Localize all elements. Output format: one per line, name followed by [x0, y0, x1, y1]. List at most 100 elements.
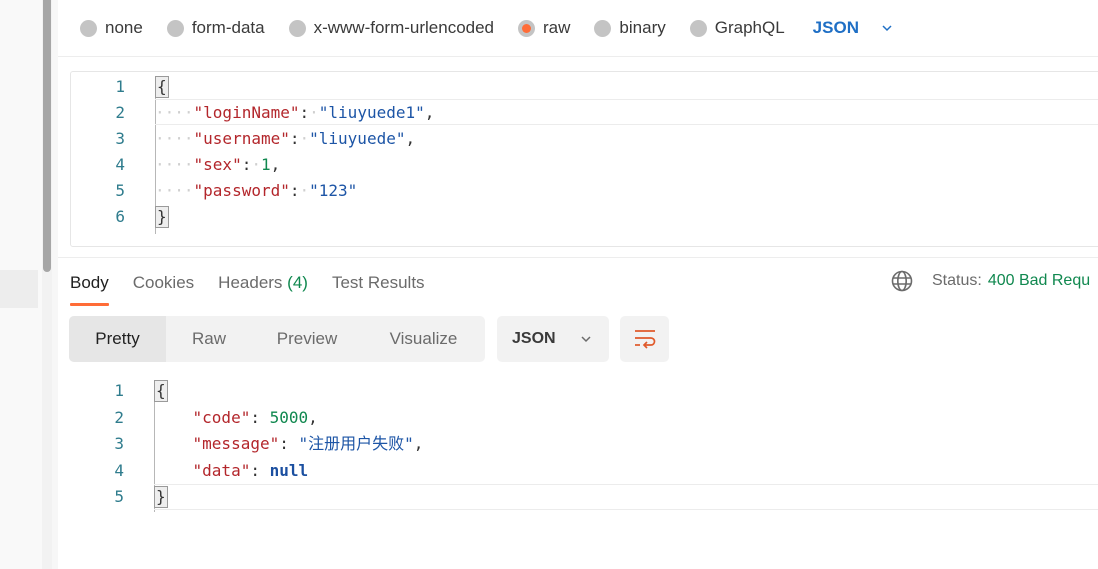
- tab-label: Headers: [218, 273, 283, 292]
- tab-body[interactable]: Body: [70, 270, 109, 306]
- radio-binary[interactable]: binary: [594, 18, 666, 38]
- status-label: Status:: [932, 272, 982, 289]
- code-line: 3 ····"username":·"liuyuede",: [71, 126, 1098, 152]
- divider: [58, 257, 1098, 258]
- json-comma: ,: [413, 434, 424, 453]
- current-line-highlight: [154, 484, 1098, 510]
- tab-label: Cookies: [132, 273, 195, 292]
- tab-test-results[interactable]: Test Results: [332, 270, 425, 296]
- view-mode-pretty[interactable]: Pretty: [69, 316, 166, 362]
- line-number: 1: [115, 77, 125, 96]
- radio-label: form-data: [191, 18, 265, 37]
- radio-circle-icon: [594, 19, 612, 37]
- code-line: 4 "data": null: [70, 458, 1098, 484]
- status-value[interactable]: 400 Bad Requ: [987, 272, 1091, 289]
- radio-label: GraphQL: [714, 18, 785, 37]
- brace-close: }: [155, 206, 169, 228]
- radio-label: x-www-form-urlencoded: [313, 18, 495, 37]
- code-line: 1 {: [70, 378, 1098, 404]
- divider: [58, 56, 1098, 57]
- radio-label: raw: [543, 18, 571, 37]
- json-value: 5000: [269, 408, 309, 427]
- json-comma: ,: [405, 129, 416, 148]
- radio-graphql[interactable]: GraphQL: [689, 18, 785, 38]
- tab-label: Test Results: [331, 273, 425, 292]
- tab-headers[interactable]: Headers (4): [218, 270, 308, 296]
- response-body-viewer[interactable]: 1 { 2 "code": 5000, 3 "message": "注册用户失败…: [70, 378, 1098, 518]
- body-type-selector: none form-data x-www-form-urlencoded raw…: [80, 14, 893, 42]
- radio-form-data[interactable]: form-data: [166, 18, 265, 38]
- view-mode-segmented-control: Pretty Raw Preview Visualize: [69, 316, 485, 362]
- tab-label: Body: [70, 273, 109, 292]
- line-number: 6: [115, 207, 125, 226]
- radio-label: binary: [619, 18, 666, 37]
- json-key: "loginName": [193, 103, 300, 122]
- current-line-highlight: [155, 99, 1098, 125]
- wrap-lines-button[interactable]: [620, 316, 669, 362]
- json-comma: ,: [270, 155, 281, 174]
- line-number: 2: [114, 408, 124, 427]
- globe-icon[interactable]: [890, 269, 914, 293]
- json-key: "code": [192, 408, 251, 427]
- radio-circle-icon: [689, 19, 707, 37]
- fold-guide: [155, 82, 156, 234]
- json-value: "123": [309, 181, 358, 200]
- line-number: 5: [115, 181, 125, 200]
- line-number: 1: [114, 381, 124, 400]
- response-format-dropdown[interactable]: JSON: [497, 316, 609, 362]
- response-tabs: Body Cookies Headers (4) Test Results: [70, 268, 449, 306]
- code-line: 3 "message": "注册用户失败",: [70, 431, 1098, 457]
- view-mode-raw[interactable]: Raw: [191, 329, 226, 348]
- json-comma: ,: [308, 408, 318, 427]
- format-label: JSON: [512, 330, 556, 347]
- code-line: 6 }: [71, 204, 1098, 230]
- radio-x-www-form-urlencoded[interactable]: x-www-form-urlencoded: [288, 18, 495, 38]
- radio-circle-icon: [80, 19, 97, 37]
- raw-language-dropdown[interactable]: JSON: [813, 18, 893, 38]
- radio-label: none: [105, 18, 143, 37]
- radio-circle-icon: [288, 19, 306, 37]
- sidebar-panel: [0, 0, 42, 569]
- json-value: 1: [260, 155, 271, 174]
- code-line: 2 ····"loginName":·"liuyuede1",: [71, 100, 1098, 126]
- code-line: 5 }: [70, 484, 1098, 510]
- json-key: "message": [192, 434, 280, 453]
- chevron-down-icon: [581, 336, 591, 343]
- line-number: 4: [114, 461, 124, 480]
- wrap-lines-icon: [634, 330, 655, 349]
- sidebar-scrollbar-thumb[interactable]: [43, 0, 51, 272]
- sidebar-scrollbar-track[interactable]: [42, 0, 52, 569]
- raw-language-label: JSON: [812, 18, 859, 37]
- view-mode-preview[interactable]: Preview: [276, 329, 338, 348]
- json-key: "sex": [193, 155, 242, 174]
- code-line: 2 "code": 5000,: [70, 405, 1098, 431]
- line-number: 3: [115, 129, 125, 148]
- radio-raw[interactable]: raw: [518, 18, 570, 38]
- radio-none[interactable]: none: [80, 18, 143, 38]
- view-mode-visualize[interactable]: Visualize: [389, 329, 458, 348]
- brace-open: {: [155, 76, 169, 98]
- json-value: null: [269, 461, 309, 480]
- panel-divider[interactable]: [52, 0, 58, 569]
- radio-circle-icon: [166, 19, 184, 37]
- headers-count-badge: (4): [287, 273, 308, 292]
- radio-selected-icon: [518, 19, 536, 37]
- line-number: 4: [115, 155, 125, 174]
- fold-guide: [154, 386, 155, 512]
- chevron-down-icon: [882, 25, 892, 32]
- response-status: Status: 400 Bad Requ: [890, 268, 1090, 294]
- line-number: 3: [114, 434, 124, 453]
- json-key: "password": [193, 181, 290, 200]
- code-line: 4 ····"sex":·1,: [71, 152, 1098, 178]
- brace-open: {: [154, 380, 168, 402]
- json-comma: ,: [424, 103, 435, 122]
- line-number: 2: [115, 103, 125, 122]
- tab-cookies[interactable]: Cookies: [133, 270, 194, 296]
- brace-close: }: [154, 486, 168, 508]
- request-body-editor[interactable]: 1 { 2 ····"loginName":·"liuyuede1", 3 ··…: [70, 71, 1098, 247]
- json-value: "liuyuede": [309, 129, 406, 148]
- json-key: "username": [193, 129, 290, 148]
- json-value: "liuyuede1": [318, 103, 425, 122]
- json-key: "data": [192, 461, 251, 480]
- sidebar-selected-item[interactable]: [0, 270, 38, 308]
